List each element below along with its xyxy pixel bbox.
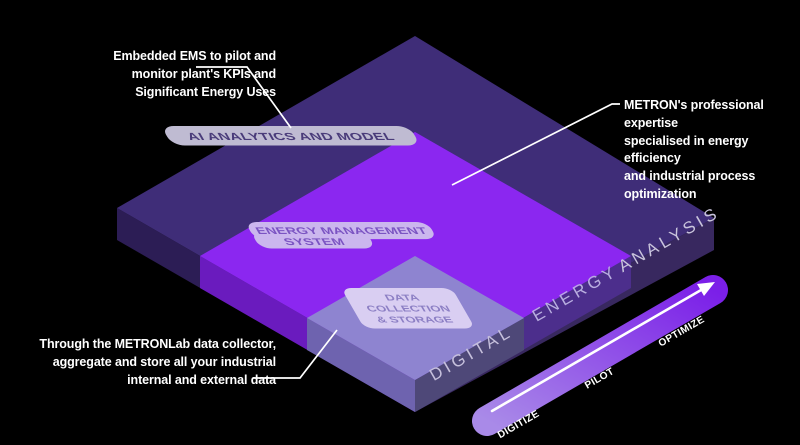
- pill-data-collection-shape: [344, 288, 472, 329]
- progress-arrow-bar: [472, 275, 728, 436]
- callout-metronlab-collector: Through the METRONLab data collector, ag…: [39, 337, 276, 387]
- pill-energy-management-label-line2: SYSTEM: [281, 236, 347, 247]
- callout-embedded-ems: Embedded EMS to pilot and monitor plant'…: [113, 49, 276, 99]
- leader-line-ems: [196, 66, 292, 129]
- pill-data-collection-label-line2: COLLECTION: [365, 305, 453, 314]
- pill-energy-management[interactable]: ENERGY MANAGEMENT SYSTEM: [245, 222, 443, 249]
- pill-ai-analytics[interactable]: AI ANALYTICS AND MODEL: [161, 125, 421, 146]
- pill-data-collection-label-line1: DATA: [383, 294, 422, 303]
- pill-ai-analytics-label: AI ANALYTICS AND MODEL: [185, 131, 397, 142]
- pill-energy-management-shape-line2: [254, 231, 373, 249]
- leader-lines: [196, 66, 620, 379]
- layer-data-collection-right-face: [415, 318, 524, 412]
- progress-arrow-line: [490, 284, 710, 413]
- leader-line-expertise: [451, 103, 620, 186]
- pill-data-collection[interactable]: DATA COLLECTION & STORAGE: [341, 288, 475, 329]
- pill-energy-management-label-line1: ENERGY MANAGEMENT: [253, 225, 430, 236]
- progress-arrow-head: [697, 282, 715, 296]
- pill-ai-analytics-shape: [165, 125, 417, 146]
- callout-metron-expertise: METRON's professional expertise speciali…: [624, 98, 764, 201]
- pill-data-collection-label-line3: & STORAGE: [375, 316, 456, 325]
- layer-data-collection-left-face: [307, 318, 415, 412]
- leader-line-lab: [253, 329, 338, 379]
